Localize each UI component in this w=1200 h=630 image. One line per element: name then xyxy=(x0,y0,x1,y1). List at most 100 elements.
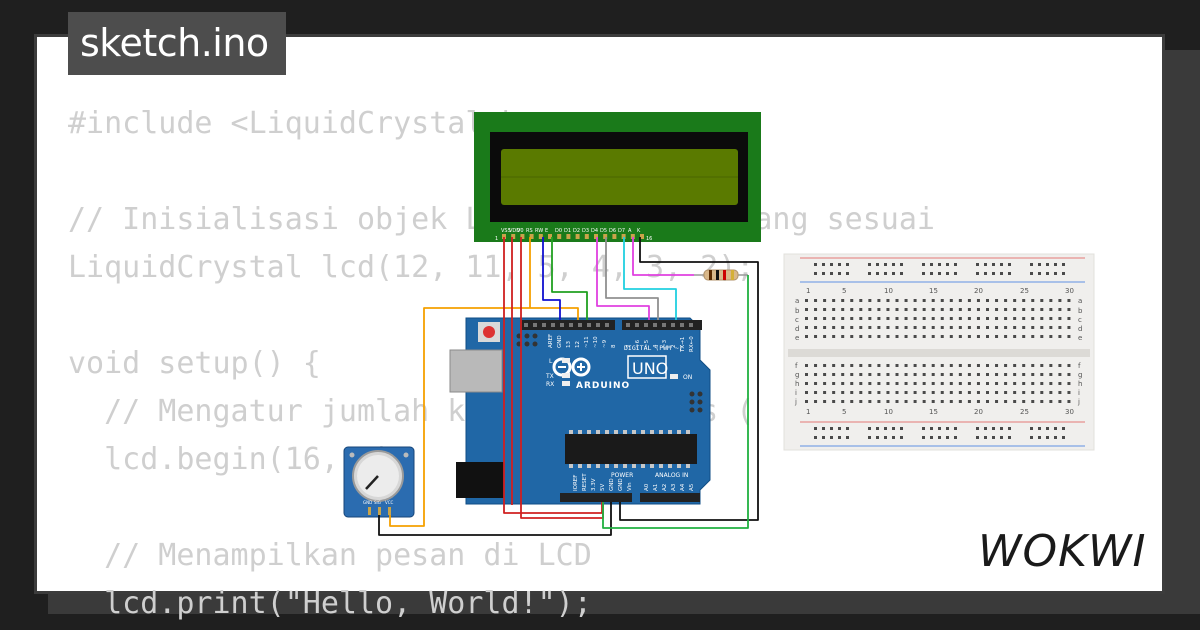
breadboard-hole[interactable] xyxy=(904,317,908,320)
breadboard-hole[interactable] xyxy=(1000,263,1003,266)
breadboard-hole[interactable] xyxy=(900,436,903,439)
breadboard-hole[interactable] xyxy=(859,317,863,320)
arduino-uno[interactable]: AREF GND 13 12 ~11 ~10 ~9 8 7 ~6 ~5 4 ~3… xyxy=(449,317,711,505)
breadboard-hole[interactable] xyxy=(868,326,872,329)
breadboard-hole[interactable] xyxy=(922,364,926,367)
breadboard-hole[interactable] xyxy=(877,335,881,338)
breadboard-hole[interactable] xyxy=(884,436,887,439)
breadboard-hole[interactable] xyxy=(931,400,935,403)
breadboard-hole[interactable] xyxy=(1040,299,1044,302)
breadboard-hole[interactable] xyxy=(841,326,845,329)
lcd-pin[interactable] xyxy=(566,234,571,239)
breadboard-hole[interactable] xyxy=(895,317,899,320)
breadboard-hole[interactable] xyxy=(1004,382,1008,385)
breadboard-hole[interactable] xyxy=(946,272,949,275)
breadboard-hole[interactable] xyxy=(949,400,953,403)
breadboard-hole[interactable] xyxy=(1022,299,1026,302)
breadboard-hole[interactable] xyxy=(1049,317,1053,320)
breadboard-hole[interactable] xyxy=(841,335,845,338)
breadboard-hole[interactable] xyxy=(1054,263,1057,266)
breadboard-hole[interactable] xyxy=(922,400,926,403)
breadboard-hole[interactable] xyxy=(995,364,999,367)
breadboard-hole[interactable] xyxy=(967,335,971,338)
breadboard-hole[interactable] xyxy=(922,326,926,329)
breadboard-hole[interactable] xyxy=(986,364,989,367)
wire-d5[interactable] xyxy=(605,237,659,320)
breadboard-hole[interactable] xyxy=(859,373,863,376)
breadboard-hole[interactable] xyxy=(1046,272,1049,275)
breadboard-hole[interactable] xyxy=(859,335,863,338)
breadboard-hole[interactable] xyxy=(1022,308,1026,311)
breadboard-hole[interactable] xyxy=(1013,335,1017,338)
breadboard-hole[interactable] xyxy=(1040,391,1044,394)
breadboard-hole[interactable] xyxy=(984,263,987,266)
wire-pot-v0[interactable] xyxy=(389,307,579,527)
breadboard-hole[interactable] xyxy=(940,299,944,302)
breadboard-hole[interactable] xyxy=(886,382,890,385)
breadboard-hole[interactable] xyxy=(1030,436,1033,439)
breadboard-hole[interactable] xyxy=(1022,326,1026,329)
breadboard-hole[interactable] xyxy=(1049,400,1053,403)
breadboard-hole[interactable] xyxy=(886,373,890,376)
breadboard-hole[interactable] xyxy=(1067,326,1071,329)
breadboard-hole[interactable] xyxy=(931,373,935,376)
breadboard-hole[interactable] xyxy=(876,263,879,266)
breadboard-hole[interactable] xyxy=(904,400,908,403)
breadboard-hole[interactable] xyxy=(832,317,836,320)
breadboard-hole[interactable] xyxy=(876,427,879,430)
breadboard-hole[interactable] xyxy=(822,272,825,275)
breadboard-hole[interactable] xyxy=(1062,272,1065,275)
breadboard-hole[interactable] xyxy=(1046,427,1049,430)
wire-e[interactable] xyxy=(551,237,588,320)
breadboard-hole[interactable] xyxy=(1040,335,1044,338)
breadboard-hole[interactable] xyxy=(931,299,935,302)
breadboard-hole[interactable] xyxy=(904,364,908,367)
breadboard-hole[interactable] xyxy=(938,436,941,439)
breadboard-hole[interactable] xyxy=(895,308,899,311)
breadboard-hole[interactable] xyxy=(805,364,808,367)
breadboard-hole[interactable] xyxy=(823,299,827,302)
breadboard-hole[interactable] xyxy=(958,308,962,311)
breadboard-hole[interactable] xyxy=(986,308,989,311)
breadboard-hole[interactable] xyxy=(922,299,926,302)
lcd-pin[interactable] xyxy=(640,234,644,239)
breadboard-hole[interactable] xyxy=(814,308,818,311)
breadboard-hole[interactable] xyxy=(958,364,962,367)
breadboard-hole[interactable] xyxy=(976,436,979,439)
breadboard-hole[interactable] xyxy=(931,317,935,320)
breadboard-hole[interactable] xyxy=(958,299,962,302)
breadboard-hole[interactable] xyxy=(846,263,849,266)
breadboard-hole[interactable] xyxy=(958,317,962,320)
lcd-pin[interactable] xyxy=(557,234,562,239)
breadboard-hole[interactable] xyxy=(1013,317,1017,320)
breadboard-hole[interactable] xyxy=(913,308,917,311)
breadboard-hole[interactable] xyxy=(1067,391,1071,394)
breadboard-hole[interactable] xyxy=(1054,436,1057,439)
breadboard-hole[interactable] xyxy=(805,299,808,302)
breadboard-hole[interactable] xyxy=(1008,427,1011,430)
breadboard-hole[interactable] xyxy=(892,427,895,430)
breadboard-hole[interactable] xyxy=(1022,391,1026,394)
breadboard-hole[interactable] xyxy=(1058,326,1062,329)
breadboard-hole[interactable] xyxy=(1004,299,1008,302)
breadboard-hole[interactable] xyxy=(886,299,890,302)
breadboard-hole[interactable] xyxy=(958,335,962,338)
breadboard-hole[interactable] xyxy=(1049,299,1053,302)
breadboard-hole[interactable] xyxy=(877,373,881,376)
breadboard-hole[interactable] xyxy=(931,391,935,394)
breadboard-hole[interactable] xyxy=(830,436,833,439)
breadboard-hole[interactable] xyxy=(850,382,854,385)
breadboard-hole[interactable] xyxy=(868,317,872,320)
breadboard-hole[interactable] xyxy=(922,317,926,320)
breadboard-hole[interactable] xyxy=(984,272,987,275)
breadboard-hole[interactable] xyxy=(995,382,999,385)
breadboard-hole[interactable] xyxy=(838,427,841,430)
breadboard-hole[interactable] xyxy=(1000,272,1003,275)
breadboard-hole[interactable] xyxy=(904,335,908,338)
wire-d6[interactable] xyxy=(623,237,677,320)
breadboard-hole[interactable] xyxy=(913,364,917,367)
breadboard-hole[interactable] xyxy=(986,317,989,320)
breadboard-hole[interactable] xyxy=(892,263,895,266)
breadboard-hole[interactable] xyxy=(976,272,979,275)
breadboard-hole[interactable] xyxy=(1058,317,1062,320)
